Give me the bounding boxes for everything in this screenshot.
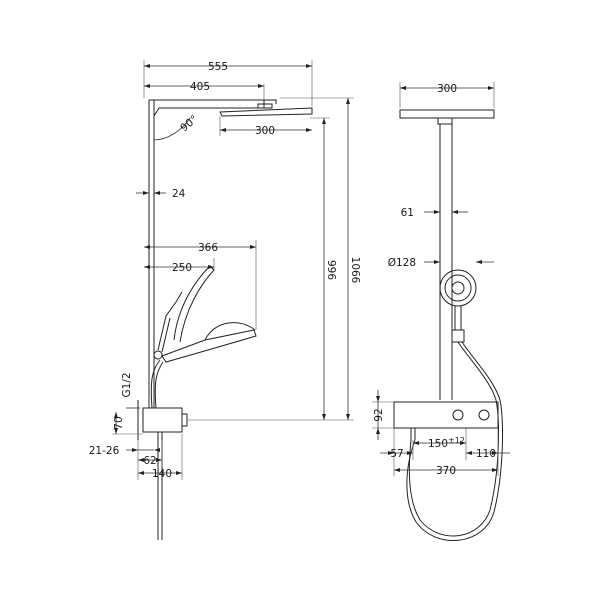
shower-head-side <box>219 103 313 117</box>
side-rail <box>148 100 155 408</box>
dim-hand-shower-reach: 366 <box>198 242 218 254</box>
mixer-side <box>142 407 183 433</box>
dim-head-arm-length: 405 <box>190 81 210 93</box>
mixer-front <box>393 401 499 429</box>
dim-hand-shower-offset: 250 <box>172 262 192 274</box>
dim-right-margin: 110 <box>476 448 496 460</box>
dim-hand-shower-diameter: Ø128 <box>388 257 416 269</box>
arrowheads <box>114 64 498 475</box>
dim-total-height: 1066 <box>349 257 361 284</box>
dim-side-margin: 57 <box>390 448 403 460</box>
dim-wall-distance: 21-26 <box>89 445 120 457</box>
hand-shower-handle-side <box>161 329 257 363</box>
mixer-knob-side <box>182 413 188 427</box>
dim-head-diameter-side: 300 <box>255 125 275 137</box>
dim-head-width-front: 300 <box>437 83 457 95</box>
dim-mixer-width: 370 <box>436 465 456 477</box>
hand-shower-rod <box>157 291 183 353</box>
dim-head-height: 996 <box>325 260 337 280</box>
head-mount-front <box>437 117 453 125</box>
hose-loop <box>408 341 499 537</box>
hand-shower-head-side <box>173 265 256 343</box>
inlet-left <box>410 428 416 440</box>
dim-mixer-depth: 140 <box>152 468 172 480</box>
hand-shower-handle-front <box>454 306 462 330</box>
dim-overall-width: 555 <box>208 61 228 73</box>
hand-shower-front <box>439 269 477 307</box>
dim-inlet-spacing: 150±12 <box>428 436 465 450</box>
dim-connection-thread: G1/2 <box>121 372 133 397</box>
front-rail <box>439 124 453 400</box>
dim-connection-height: 70 <box>113 416 125 429</box>
side-view: 555 405 300 90° 24 366 250 996 1066 <box>89 60 361 540</box>
mixer-knob-left <box>452 409 464 421</box>
head-connector <box>264 99 277 104</box>
dim-arm-angle: 90° <box>178 113 200 134</box>
dim-mixer-height: 92 <box>373 408 385 421</box>
hose-to-holder <box>150 359 164 409</box>
shower-arm <box>149 99 265 117</box>
shower-head-front <box>399 109 495 119</box>
dim-rail-diameter: 61 <box>401 207 414 219</box>
dim-mixer-depth-small: 62 <box>143 455 156 467</box>
mixer-knob-right <box>478 409 490 421</box>
holder-knob <box>153 350 163 360</box>
front-view: 300 61 Ø128 92 57 150±12 110 370 <box>372 82 510 542</box>
dim-rail-width: 24 <box>172 188 186 200</box>
dim-inlet-tolerance: ±12 <box>448 436 465 445</box>
